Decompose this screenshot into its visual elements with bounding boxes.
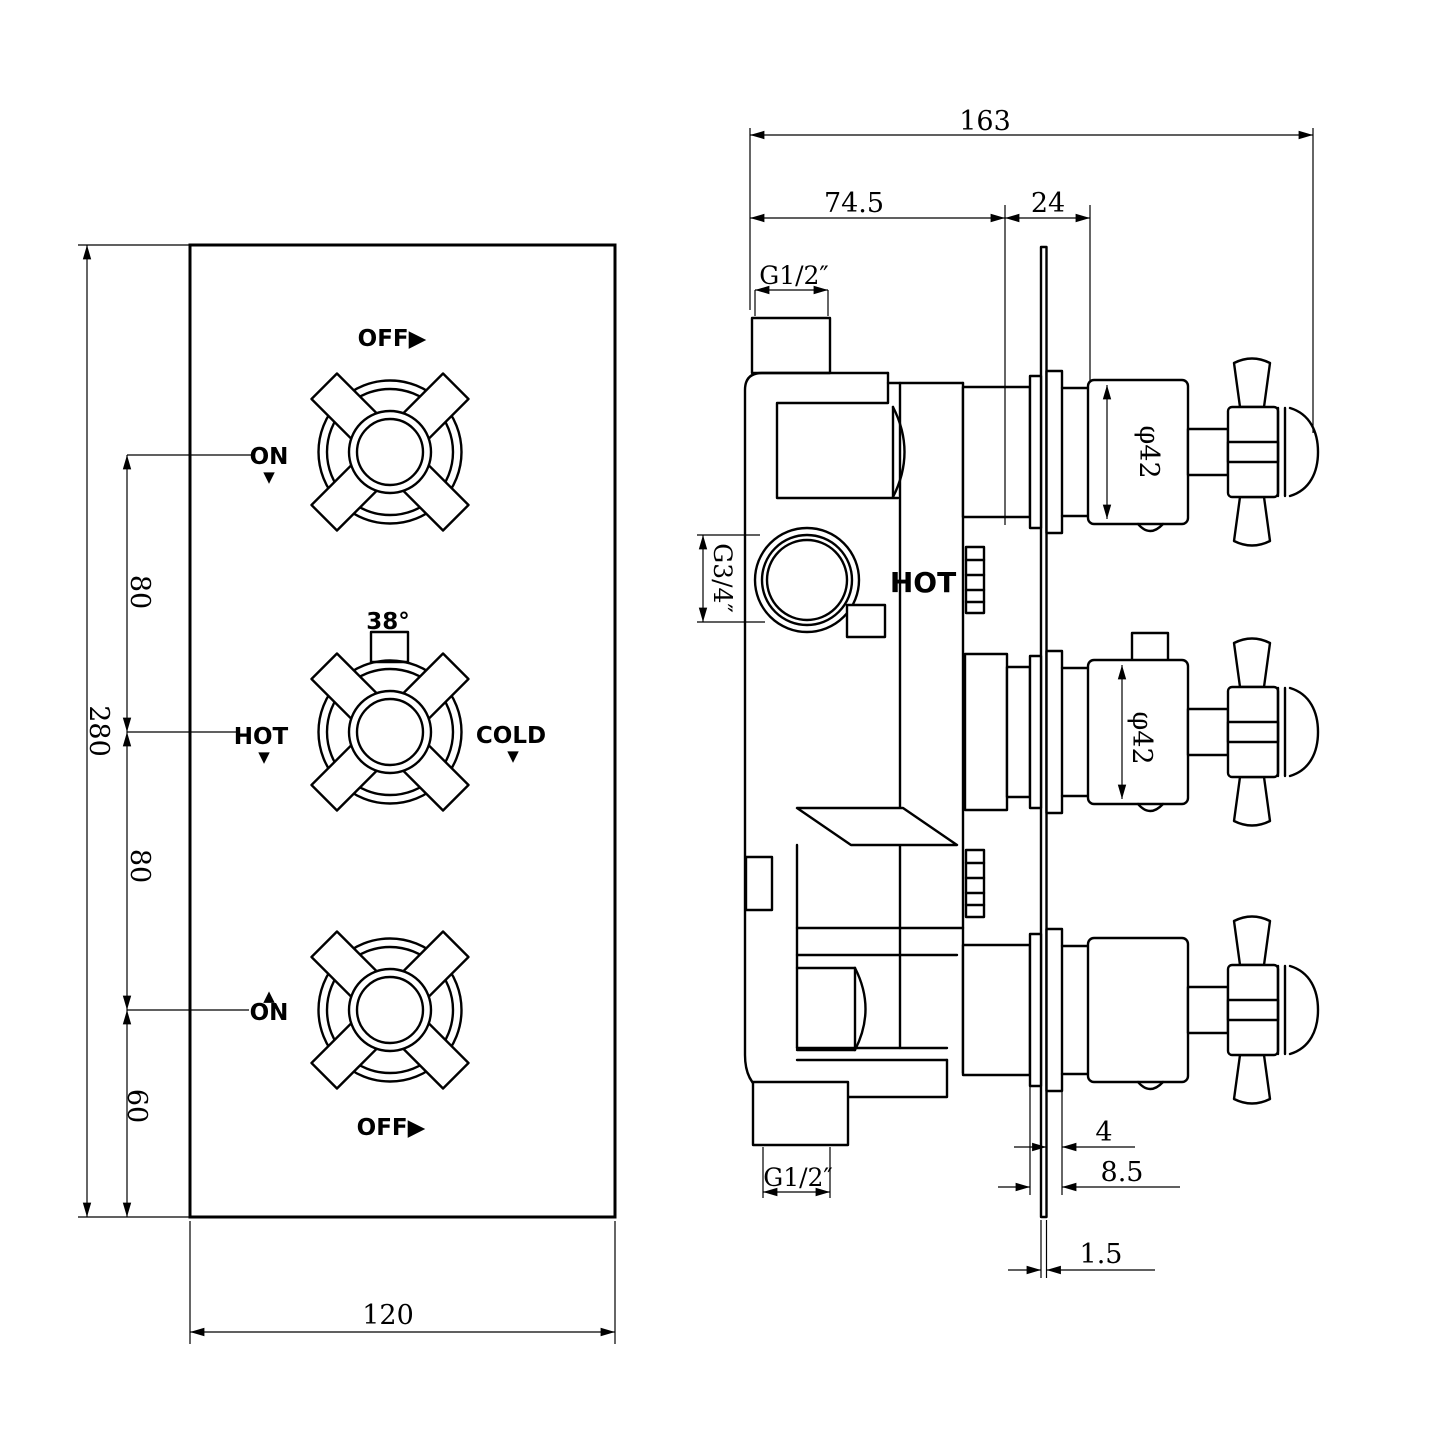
dim-plate-thickness: 1.5 <box>1080 1239 1123 1270</box>
label-on-top: ON <box>250 444 289 470</box>
cartridge <box>961 385 1032 519</box>
knob-top[interactable] <box>310 372 470 532</box>
outlet-port-circle <box>753 526 861 634</box>
side-dimensions: 163 74.5 24 G1/2″ G3/4″ φ42 φ42 4 <box>697 106 1314 1278</box>
label-on-top-marker: ▼ <box>263 468 275 486</box>
inlet-top-pipe <box>750 316 832 375</box>
label-temp-38: 38° <box>366 609 410 635</box>
dim-assembly: 8.5 <box>1101 1157 1144 1188</box>
label-off-bottom: OFF▶ <box>357 1115 426 1141</box>
label-cold-marker: ▼ <box>507 747 519 765</box>
label-hot-side: HOT <box>890 566 956 599</box>
station-middle <box>963 631 1320 827</box>
dim-total-height: 280 <box>83 705 114 757</box>
front-view: 280 80 80 60 120 <box>78 243 617 1344</box>
front-labels: OFF▶ ON ▼ 38° HOT ▼ COLD ▼ ▲ ON OFF▶ <box>234 326 546 1141</box>
inlet-bottom-pipe <box>751 1080 850 1147</box>
cartridge <box>961 943 1032 1077</box>
dim-dia-top: φ42 <box>1133 425 1164 478</box>
label-on-bottom-marker: ▲ <box>263 987 275 1005</box>
label-cold: COLD <box>476 723 546 749</box>
threaded-connector-upper <box>964 545 986 615</box>
dim-inlet-top: G1/2″ <box>759 261 829 290</box>
label-hot-marker: ▼ <box>258 748 270 766</box>
label-hot: HOT <box>234 724 289 750</box>
escutcheon-barrel <box>1086 936 1190 1084</box>
cartridge <box>963 652 1009 812</box>
body-slot <box>795 806 959 847</box>
temp-index-tab <box>369 630 410 664</box>
dim-plate-width: 120 <box>362 1300 414 1331</box>
dim-inlet-bottom: G1/2″ <box>763 1163 833 1192</box>
station-bottom <box>961 915 1320 1105</box>
front-dimensions: 280 80 80 60 120 <box>78 244 616 1344</box>
body-tab-left <box>744 855 774 912</box>
knob-bottom[interactable] <box>310 930 470 1090</box>
handle-stem <box>1186 707 1230 757</box>
dim-lower-spacing: 80 <box>124 849 155 883</box>
dim-total-depth: 163 <box>959 106 1011 137</box>
station-top <box>961 357 1320 547</box>
dim-outlet: G3/4″ <box>708 543 737 613</box>
dim-bottom-offset: 60 <box>121 1089 152 1123</box>
handle-stem <box>1186 427 1230 477</box>
threaded-connector-lower <box>964 848 986 919</box>
dim-dia-mid: φ42 <box>1126 711 1157 764</box>
dim-upper-spacing: 80 <box>124 575 155 609</box>
side-view: HOT <box>697 106 1320 1278</box>
temp-stop-tab <box>1130 631 1170 664</box>
label-on-bottom: ON <box>250 1000 289 1026</box>
dim-body-depth: 74.5 <box>824 188 884 219</box>
knob-middle[interactable] <box>310 630 470 812</box>
valve-body: HOT <box>743 316 986 1147</box>
label-off-top: OFF▶ <box>358 326 427 352</box>
body-lug <box>845 603 887 639</box>
dim-flange: 4 <box>1095 1117 1112 1148</box>
handle-stem <box>1186 985 1230 1035</box>
dim-plate-gap: 24 <box>1031 188 1065 219</box>
